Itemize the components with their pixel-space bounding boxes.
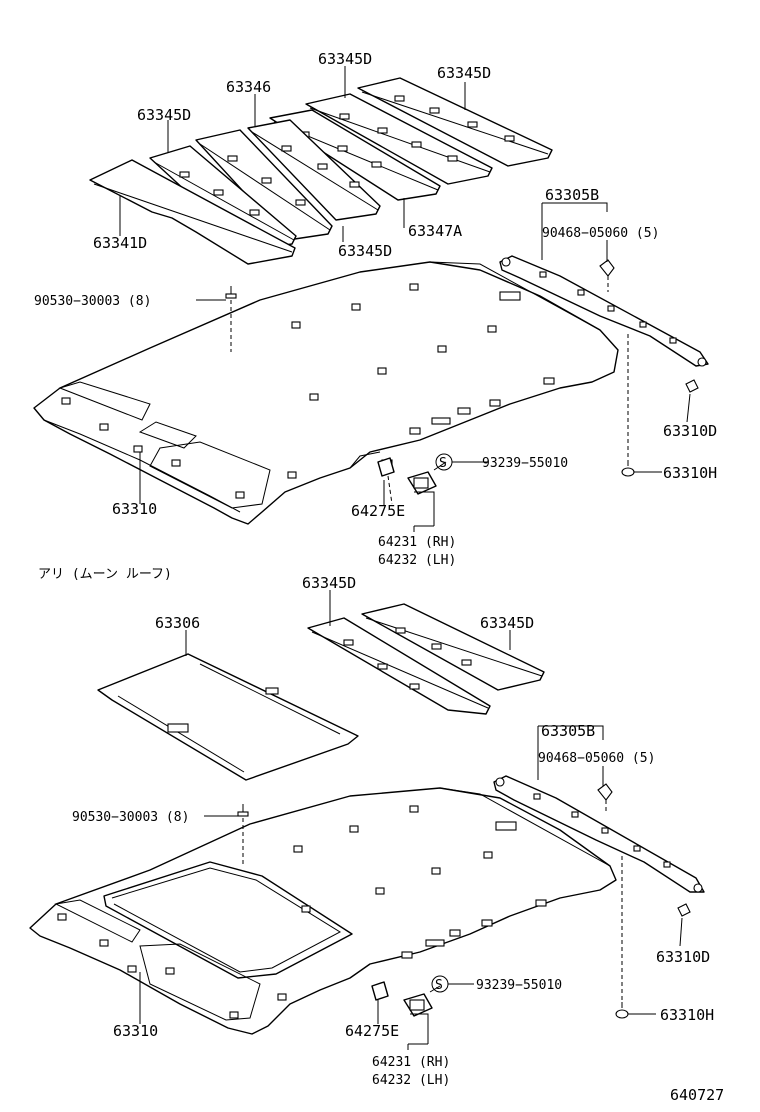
label-64231: 64231 (RH) [372, 1055, 450, 1070]
clip-63310H-bottom [615, 856, 629, 1019]
label-90468: 90468−05060 (5) [542, 226, 659, 241]
label-93239: 93239−55010 [482, 456, 568, 471]
clip-63310D-bottom [677, 903, 691, 917]
label-64232: 64232 (LH) [372, 1073, 450, 1088]
label-63347A: 63347A [408, 222, 462, 240]
pad-63345D-upper [305, 93, 493, 185]
lamp-64231-bottom [371, 981, 433, 1017]
label-90468: 90468−05060 (5) [538, 751, 655, 766]
pad-63346 [247, 119, 381, 221]
pad-63345D-b [361, 603, 545, 691]
label-63306: 63306 [155, 614, 200, 632]
bottom-leaders [139, 590, 683, 1050]
label-63310D: 63310D [656, 948, 710, 966]
screw-90530-bottom [237, 804, 249, 866]
label-63310D: 63310D [663, 422, 717, 440]
clip-63310H [621, 334, 635, 477]
label-63345D: 63345D [318, 50, 372, 68]
top-labels: 63345D 63345D 63346 63345D 63341D 63345D… [34, 50, 717, 568]
bottom-assembly: 63345D 63306 63345D 63305B 90468−05060 (… [29, 574, 714, 1088]
label-63310H: 63310H [663, 464, 717, 482]
rail-63305B-bottom [493, 775, 705, 893]
clip-63310D [685, 379, 699, 393]
rail-63305B [499, 255, 709, 367]
clip-90468-bottom [597, 783, 613, 814]
section-title: アリ (ムーン ルーフ) [38, 567, 172, 582]
label-63305B: 63305B [541, 722, 595, 740]
label-64231: 64231 (RH) [378, 535, 456, 550]
label-63305B: 63305B [545, 186, 599, 204]
supplier-mark-circle [435, 453, 453, 471]
label-64275E: 64275E [351, 502, 405, 520]
top-leaders [119, 66, 691, 532]
bottom-labels: 63345D 63306 63345D 63305B 90468−05060 (… [72, 574, 714, 1088]
sunshade-63306 [97, 653, 359, 781]
label-64275E: 64275E [345, 1022, 399, 1040]
label-63310: 63310 [112, 500, 157, 518]
pad-63345D-a [307, 617, 491, 715]
supplier-mark-circle [431, 975, 449, 993]
pad-63345D-right [357, 77, 553, 167]
label-90530: 90530−30003 (8) [72, 810, 189, 825]
figure-number: 640727 [670, 1086, 724, 1104]
label-63345D: 63345D [338, 242, 392, 260]
label-63345D: 63345D [480, 614, 534, 632]
label-63346: 63346 [226, 78, 271, 96]
screw-90530 [225, 286, 237, 352]
label-63310H: 63310H [660, 1006, 714, 1024]
pad-63341D [89, 159, 296, 265]
label-90530: 90530−30003 (8) [34, 294, 151, 309]
label-64232: 64232 (LH) [378, 553, 456, 568]
supplier-mark: S [439, 456, 447, 471]
headliner-63310-moonroof [29, 787, 617, 1035]
label-63345D: 63345D [437, 64, 491, 82]
lamp-64231 [377, 457, 437, 505]
label-63345D: 63345D [302, 574, 356, 592]
label-93239: 93239−55010 [476, 978, 562, 993]
clip-90468 [599, 259, 615, 292]
label-63341D: 63341D [93, 234, 147, 252]
label-63310: 63310 [113, 1022, 158, 1040]
top-assembly: 63345D 63345D 63346 63345D 63341D 63345D… [33, 50, 717, 568]
label-63345D: 63345D [137, 106, 191, 124]
supplier-mark: S [435, 978, 443, 993]
